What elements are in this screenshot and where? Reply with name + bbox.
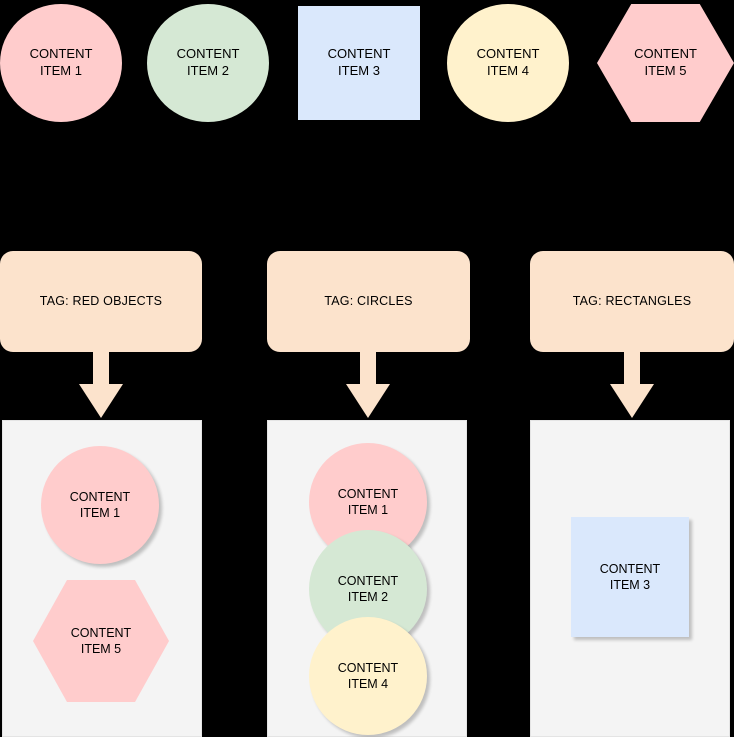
source-item-1-label: CONTENT ITEM 1 [29, 46, 93, 78]
result-item-4-label: CONTENT ITEM 4 [337, 660, 399, 691]
result-item-3-label: CONTENT ITEM 3 [599, 561, 661, 592]
source-item-5-label: CONTENT ITEM 5 [634, 46, 697, 78]
arrow-down-red-objects [79, 352, 123, 418]
source-item-3-label: CONTENT ITEM 3 [327, 46, 391, 78]
arrow-down-rectangles [610, 352, 654, 418]
source-items-row: CONTENT ITEM 1 CONTENT ITEM 2 CONTENT IT… [0, 0, 734, 130]
result-item-1-label: CONTENT ITEM 1 [337, 486, 399, 517]
source-item-4[interactable]: CONTENT ITEM 4 [447, 4, 569, 122]
source-item-2[interactable]: CONTENT ITEM 2 [147, 4, 269, 122]
tag-rectangles[interactable]: TAG: RECTANGLES [530, 251, 734, 352]
arrow-head-icon [610, 384, 654, 418]
arrow-stem [624, 352, 640, 386]
result-item-2-label: CONTENT ITEM 2 [337, 573, 399, 604]
source-item-3[interactable]: CONTENT ITEM 3 [298, 6, 420, 120]
arrow-down-circles [346, 352, 390, 418]
result-item-1-label: CONTENT ITEM 1 [69, 489, 131, 520]
tag-red-objects-label: TAG: RED OBJECTS [39, 294, 163, 309]
arrow-stem [360, 352, 376, 386]
tag-circles[interactable]: TAG: CIRCLES [267, 251, 470, 352]
tag-red-objects[interactable]: TAG: RED OBJECTS [0, 251, 202, 352]
source-item-2-label: CONTENT ITEM 2 [176, 46, 240, 78]
source-item-4-label: CONTENT ITEM 4 [476, 46, 540, 78]
tag-circles-label: TAG: CIRCLES [324, 294, 413, 309]
result-item-5-label: CONTENT ITEM 5 [70, 625, 132, 656]
result-item-4-circles[interactable]: CONTENT ITEM 4 [309, 617, 427, 735]
arrow-stem [93, 352, 109, 386]
tag-rectangles-label: TAG: RECTANGLES [572, 294, 692, 309]
arrow-head-icon [346, 384, 390, 418]
result-item-1-red-objects[interactable]: CONTENT ITEM 1 [41, 446, 159, 564]
source-item-1[interactable]: CONTENT ITEM 1 [0, 4, 122, 122]
arrow-head-icon [79, 384, 123, 418]
source-item-5[interactable]: CONTENT ITEM 5 [597, 4, 734, 122]
result-item-3-rectangles[interactable]: CONTENT ITEM 3 [571, 517, 689, 637]
